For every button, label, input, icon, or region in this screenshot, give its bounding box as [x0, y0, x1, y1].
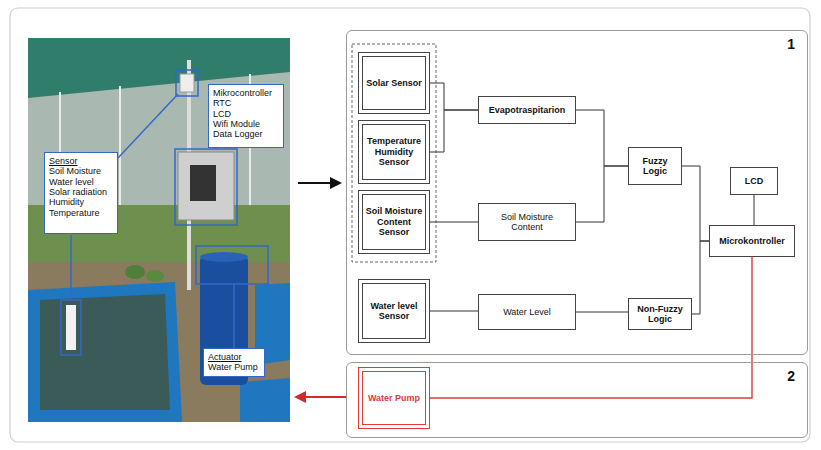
sensor-box: Water level Sensor — [358, 279, 430, 343]
panel: 1Solar SensorTemperature Humidity Sensor… — [346, 30, 808, 355]
box-label: Water Pump — [208, 362, 260, 372]
box-label: Fuzzy Logic — [634, 156, 676, 177]
process-box: Soil Moisture Content — [478, 203, 576, 241]
box-label: Non-Fuzzy Logic — [634, 304, 686, 325]
box-label: Water Level — [503, 307, 551, 317]
control-box — [178, 152, 234, 220]
process-box: Fuzzy Logic — [628, 147, 682, 185]
connector — [430, 83, 478, 110]
barrel-lid — [200, 252, 248, 262]
callout-box: ActuatorWater Pump — [203, 348, 265, 377]
process-box: Non-Fuzzy Logic — [628, 298, 692, 330]
arrow-head — [294, 391, 306, 403]
connector — [430, 257, 752, 398]
actuator-box: Water Pump — [358, 367, 430, 429]
box-label: Solar Sensor — [366, 78, 422, 88]
soil-ground — [28, 262, 290, 422]
leader-line — [118, 94, 178, 158]
box-label: Evapotraspitarion — [489, 105, 566, 115]
box-label: Soil Moisture Content — [493, 212, 561, 233]
connector — [430, 311, 478, 312]
callout-heading: Sensor — [49, 156, 113, 166]
box-label: Microkontroller — [719, 236, 785, 246]
process-box: Evapotraspitarion — [478, 96, 576, 124]
box-label: Water level Sensor — [365, 301, 423, 322]
inner-frame: Temperature Humidity Sensor — [362, 124, 426, 180]
connector — [576, 110, 628, 166]
moisture-probe — [66, 305, 76, 350]
highlight-box — [196, 246, 268, 284]
inner-frame: Water level Sensor — [362, 283, 426, 339]
box-label: Solar radiation — [49, 187, 113, 197]
plant — [146, 270, 164, 282]
leader-line — [233, 284, 235, 348]
inner-frame: Solar Sensor — [362, 56, 426, 110]
tub-water — [40, 294, 170, 410]
box-label: RTC — [213, 98, 279, 108]
control-panel — [190, 165, 216, 201]
callout-box: SensorSoil MoistureWater levelSolar radi… — [44, 152, 118, 234]
box-label: Wifi Module — [213, 119, 279, 129]
sensor-box: Solar Sensor — [358, 52, 430, 114]
connector — [576, 166, 628, 222]
box-label: Water level — [49, 177, 113, 187]
inner-frame: Soil Moisture Content Sensor — [362, 194, 426, 250]
sensor-box: Soil Moisture Content Sensor — [358, 190, 430, 254]
connector — [576, 312, 628, 313]
box-label: LCD — [745, 176, 764, 186]
photo-ground — [28, 38, 290, 422]
connector — [430, 222, 478, 223]
shade-net — [28, 38, 290, 98]
sensor-group — [352, 44, 436, 262]
box-label: Soil Moisture Content Sensor — [365, 206, 423, 237]
box-label: Temperature — [49, 208, 113, 218]
sensor-box: Temperature Humidity Sensor — [358, 120, 430, 184]
display-box: LCD — [730, 167, 778, 195]
process-box: Water Level — [478, 294, 576, 330]
plant — [125, 265, 145, 279]
greenhouse-photo — [28, 38, 290, 422]
callout-box: MikrocontrollerRTCLCDWifi ModuleData Log… — [208, 84, 284, 148]
box-label: Mikrocontroller — [213, 88, 279, 98]
box-label: Water Pump — [368, 393, 420, 403]
outer-frame — [10, 8, 810, 442]
box-label: Soil Moisture — [49, 166, 113, 176]
box-label: Temperature Humidity Sensor — [365, 136, 423, 167]
box-label: LCD — [213, 109, 279, 119]
leader-line — [70, 235, 72, 300]
inner-frame: Water Pump — [362, 371, 426, 425]
output-arrow — [305, 396, 346, 398]
highlight-box — [176, 70, 198, 96]
solar-sensor — [180, 74, 194, 92]
connector — [430, 110, 478, 152]
flow-arrow — [298, 182, 331, 184]
callout-heading: Actuator — [208, 352, 260, 362]
connector — [754, 195, 755, 225]
box-label: Humidity — [49, 197, 113, 207]
highlight-box — [61, 300, 81, 355]
arrow-head — [330, 177, 342, 189]
panel: 2Water Pump — [346, 362, 808, 438]
water-tub — [240, 378, 290, 422]
highlight-box — [175, 149, 237, 225]
water-tub — [28, 282, 182, 422]
panel-number: 1 — [359, 36, 795, 52]
connector — [682, 166, 709, 241]
controller-box: Microkontroller — [709, 225, 795, 257]
connector — [692, 241, 709, 314]
box-label: Data Logger — [213, 129, 279, 139]
